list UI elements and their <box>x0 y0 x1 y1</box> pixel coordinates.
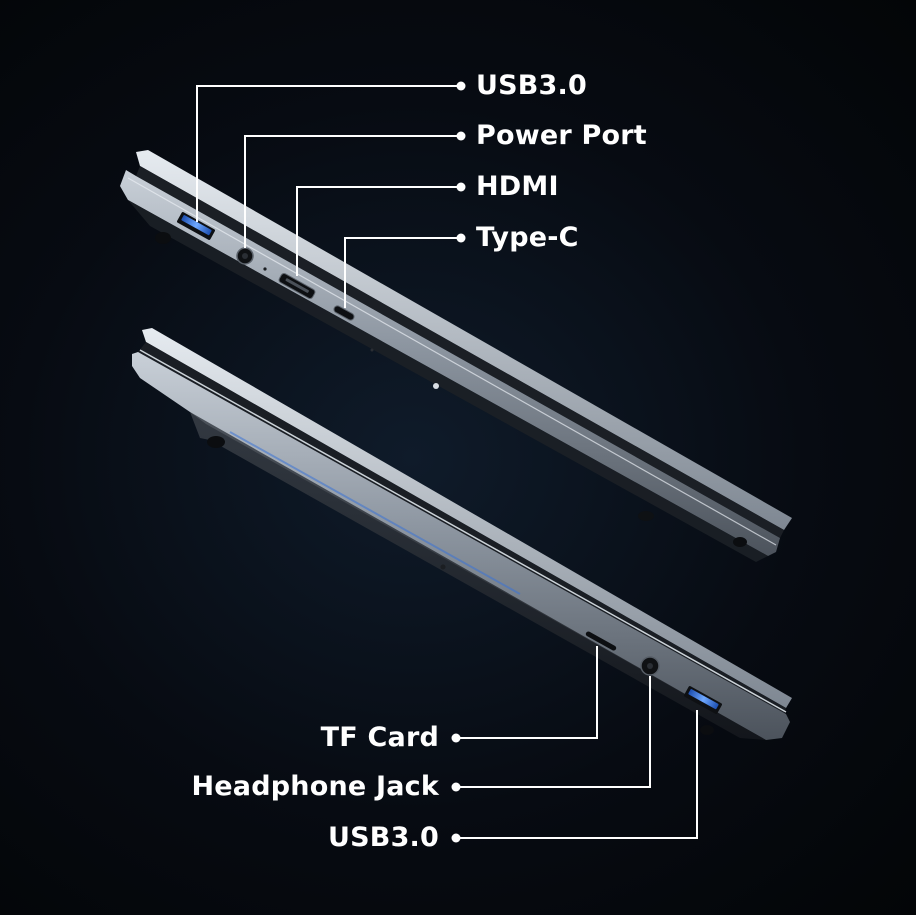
callout-line-usb-bottom <box>456 710 698 839</box>
usb-a-port-icon <box>684 686 722 714</box>
callout-line-tf <box>456 646 598 739</box>
label-tf-card: TF Card <box>320 722 439 753</box>
top-laptop-base-side <box>120 170 780 556</box>
top-laptop-lid <box>136 150 792 530</box>
top-laptop-foot-front <box>155 232 171 244</box>
hdmi-port-icon <box>278 272 316 300</box>
callout-line-headphone <box>456 676 651 788</box>
callout-dot <box>451 733 461 743</box>
callout-line-power <box>244 135 460 248</box>
callout-dot <box>451 833 461 843</box>
callout-line-typec <box>344 237 460 308</box>
label-type-c: Type-C <box>476 222 579 253</box>
label-hdmi: HDMI <box>476 171 559 202</box>
callout-dot <box>456 182 466 192</box>
headphone-jack-icon <box>640 656 660 676</box>
callout-dot <box>456 131 466 141</box>
callout-dot <box>456 233 466 243</box>
usb-c-port-icon <box>333 305 355 321</box>
label-headphone-jack: Headphone Jack <box>191 771 439 802</box>
bottom-laptop-foot-back <box>700 725 714 735</box>
callout-dot <box>451 782 461 792</box>
callouts-top <box>196 85 460 308</box>
top-laptop-foot-back <box>733 537 747 547</box>
callout-dot <box>456 81 466 91</box>
label-usb3-top: USB3.0 <box>476 70 587 101</box>
bottom-laptop-lid <box>142 328 792 708</box>
usb-a-port-icon <box>177 212 215 240</box>
callout-line-usb-top <box>196 85 460 222</box>
label-usb3-bottom: USB3.0 <box>328 822 439 853</box>
label-power-port: Power Port <box>476 120 647 151</box>
bottom-laptop-base-side <box>132 352 790 740</box>
callouts-bottom <box>456 646 698 839</box>
callout-line-hdmi <box>296 186 460 276</box>
tf-card-slot-icon <box>585 631 617 651</box>
top-laptop <box>120 150 792 562</box>
top-laptop-seam <box>136 166 784 538</box>
bottom-laptop-foot-front <box>207 436 225 448</box>
bottom-laptop <box>132 328 792 740</box>
